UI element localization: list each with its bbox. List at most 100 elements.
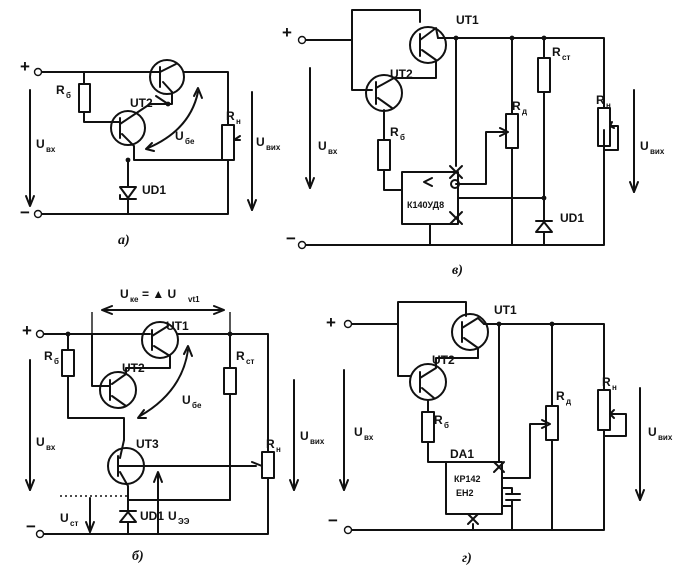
vt1-label-g: UT1: [494, 303, 517, 317]
uvyh-label-g: U: [648, 425, 657, 439]
svg-text:б: б: [66, 91, 71, 100]
top-rail-b: [177, 333, 269, 453]
svg-text:н: н: [606, 101, 611, 110]
vd1-label-v: UD1: [560, 211, 584, 225]
svg-text:ст: ст: [246, 357, 254, 366]
uvyh-label-b: U: [300, 429, 309, 443]
terminal-minus-b: [35, 529, 45, 539]
minus-sign-a: −: [20, 203, 30, 222]
terminal-plus-a: [33, 67, 43, 77]
transistor-vt1-v: [409, 26, 447, 64]
caption-b: б): [132, 549, 144, 564]
transistor-vt1-b: [141, 321, 179, 359]
figure-v: + − UT1 UT2 R б К140УД8: [282, 9, 665, 278]
figure-b: + − U ке = ▲ U vt1 R б UT1 UT2 U бе: [22, 287, 325, 564]
transistor-vt1-g: [451, 313, 489, 351]
terminal-minus-v: [297, 240, 307, 250]
svg-text:вих: вих: [650, 147, 665, 156]
rn-label-a: R: [226, 109, 235, 123]
rd-label-v: R: [512, 99, 521, 113]
resistor-rn-b: [261, 451, 275, 479]
rn-label-b: R: [266, 437, 275, 451]
caption-v: в): [452, 263, 463, 278]
transistor-vt2-a: [110, 110, 146, 146]
rn-label-v: R: [596, 93, 605, 107]
terminal-minus-a: [33, 209, 43, 219]
opamp-label-v: К140УД8: [407, 200, 444, 210]
bottom-rail-g: [351, 429, 605, 531]
chip-da1-g: [445, 461, 503, 515]
vt2-label-a: UT2: [130, 96, 153, 110]
figure-g: + − UT1 UT2 R б DA1 КР142 ЕН2: [326, 301, 673, 566]
ube-arc-a: [147, 91, 199, 149]
svg-text:вих: вих: [310, 437, 325, 446]
ube-arc-b: [139, 349, 189, 417]
svg-text:вих: вих: [266, 143, 281, 152]
rn-label-g: R: [602, 375, 611, 389]
svg-text:б: б: [54, 357, 59, 366]
uee-label-b: U: [168, 509, 177, 523]
plus-sign-b: +: [22, 321, 32, 340]
terminal-minus-g: [343, 525, 353, 535]
rst-label-b: R: [236, 349, 245, 363]
plus-sign-a: +: [20, 57, 30, 76]
vt2-label-v: UT2: [390, 67, 413, 81]
da1-label-g: DA1: [450, 447, 474, 461]
uke-label-b: U: [120, 287, 129, 301]
zener-vd1-a: [119, 186, 137, 200]
bottom-rail-a: [41, 159, 229, 215]
uvyh-label-v: U: [640, 139, 649, 153]
rd-label-g: R: [556, 389, 565, 403]
transistor-vt1-a: [149, 59, 185, 95]
rst-label-v: R: [552, 45, 561, 59]
rb-label-a: R: [56, 83, 65, 97]
resistor-rb-a: [78, 83, 91, 113]
uvx-label-v: U: [318, 139, 327, 153]
svg-text:н: н: [276, 445, 281, 454]
svg-text:б: б: [444, 421, 449, 430]
vd1-label-b: UD1: [140, 509, 164, 523]
vt1-label-v: UT1: [456, 13, 479, 27]
minus-sign-g: −: [328, 511, 338, 530]
svg-text:vt1: vt1: [188, 295, 200, 304]
svg-text:д: д: [566, 397, 571, 406]
svg-text:ст: ст: [70, 519, 78, 528]
transistor-vt2-b: [99, 371, 137, 409]
capacitor-g: [501, 487, 521, 531]
ust-label-b: U: [60, 511, 69, 525]
svg-text:ст: ст: [562, 53, 570, 62]
resistor-rst-b: [223, 367, 237, 395]
rb-label-b: R: [44, 349, 53, 363]
resistor-rst-v: [537, 57, 551, 93]
rb-label-v: R: [390, 125, 399, 139]
caption-g: г): [462, 551, 472, 566]
uvx-label-b: U: [36, 435, 45, 449]
svg-text:вх: вх: [46, 145, 56, 154]
svg-text:ЭЭ: ЭЭ: [178, 517, 190, 526]
vt2-label-g: UT2: [432, 353, 455, 367]
minus-sign-v: −: [286, 229, 296, 248]
minus-sign-b: −: [26, 517, 36, 536]
top-rail-right-a: [183, 71, 229, 126]
chip-label-line2-g: ЕН2: [456, 488, 474, 498]
chip-label-line1-g: КР142: [454, 474, 481, 484]
uvx-label-a: U: [36, 137, 45, 151]
top-rail-v: [437, 37, 605, 93]
plus-sign-g: +: [326, 313, 336, 332]
vt1-label-b: UT1: [166, 319, 189, 333]
bottom-rail-v: [305, 129, 605, 246]
vt2-label-b: UT2: [122, 361, 145, 375]
svg-text:вих: вих: [658, 433, 673, 442]
svg-text:вх: вх: [364, 433, 374, 442]
zener-vd1-b: [119, 499, 137, 535]
bottom-rail-b: [43, 477, 269, 535]
ube-label-b: U: [182, 393, 191, 407]
plus-sign-v: +: [282, 23, 292, 42]
svg-text:н: н: [612, 383, 617, 392]
resistor-rb-b: [61, 349, 75, 377]
resistor-rn-a: [221, 124, 235, 161]
uvx-label-g: U: [354, 425, 363, 439]
transistor-vt2-g: [409, 363, 447, 401]
svg-text:бе: бе: [185, 137, 195, 146]
